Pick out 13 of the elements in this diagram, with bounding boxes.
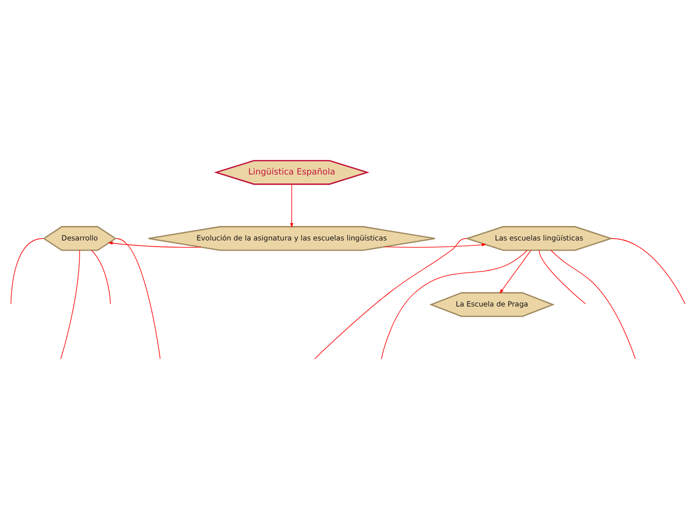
connector [60,250,80,360]
connector [10,238,44,304]
arrow [290,184,294,228]
connector [550,250,636,360]
arrow [384,243,486,248]
arrow [500,250,532,294]
connector [314,238,467,360]
arrow [108,242,202,248]
connector [611,238,686,304]
connector [91,250,111,304]
connector [116,238,160,360]
connector [381,250,528,360]
connector [538,250,586,304]
